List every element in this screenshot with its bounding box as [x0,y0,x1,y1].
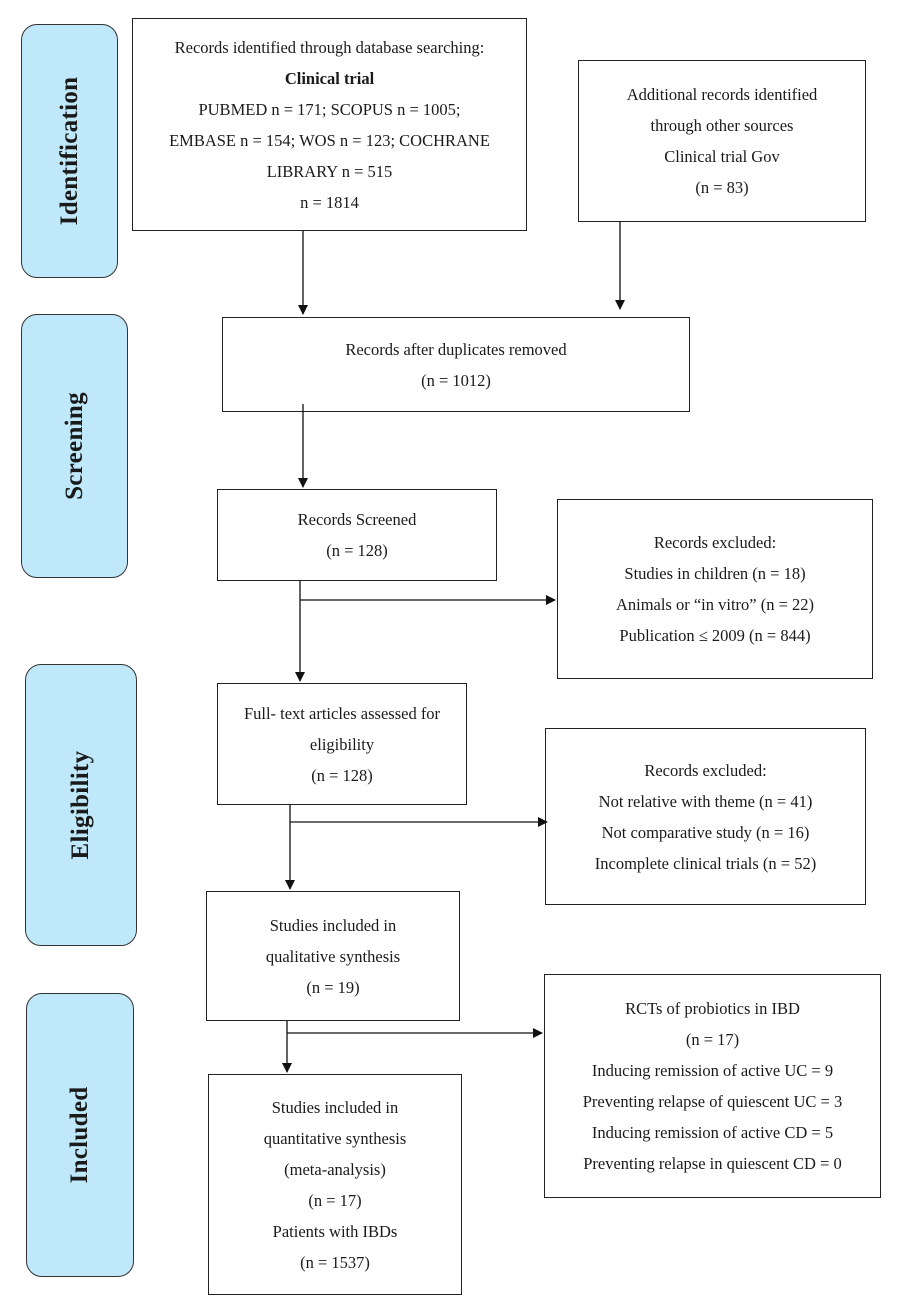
box-line: (n = 128) [311,765,373,785]
box-line: Records after duplicates removed [345,339,567,359]
box-line: Studies included in [269,915,397,935]
box-line: Not relative with theme (n = 41) [598,791,813,811]
box-line: Preventing relapse in quiescent CD = 0 [583,1154,842,1173]
box-line: Records excluded: [653,533,777,552]
box-line: RCTs of probiotics in IBD [625,999,800,1018]
box-line: Records Screened [297,510,417,529]
box-line: Inducing remission of active UC = 9 [591,1061,834,1080]
screening-exclusions-box: Records excluded: Studies in children (n… [557,499,873,679]
box-line: Records excluded: [644,760,767,780]
box-line: Full- text articles assessed for [243,703,441,723]
duplicates-removed-box: Records after duplicates removed (n = 10… [222,317,690,412]
eligibility-exclusions-box: Records excluded: Not relative with them… [545,728,866,905]
box-line: Preventing relapse of quiescent UC = 3 [582,1092,843,1111]
qualitative-synthesis-box: Studies included in qualitative synthesi… [206,891,460,1021]
box-line: Clinical trial Gov [664,147,780,166]
other-sources-box: Additional records identified through ot… [578,60,866,222]
box-line: Studies included in [271,1097,399,1117]
phase-identification: Identification [21,24,118,278]
box-line: (meta-analysis) [284,1159,386,1179]
box-line: Patients with IBDs [272,1221,398,1241]
box-line: (n = 17) [685,1030,740,1049]
box-line: (n = 19) [306,977,360,997]
box-line: through other sources [650,116,794,135]
box-line: EMBASE n = 154; WOS n = 123; COCHRANE [169,130,490,150]
box-line: Publication ≤ 2009 (n = 844) [619,626,811,645]
box-line: qualitative synthesis [265,946,401,966]
box-line: PUBMED n = 171; SCOPUS n = 1005; [198,99,461,119]
box-line: LIBRARY n = 515 [266,161,393,181]
full-text-assessed-box: Full- text articles assessed for eligibi… [217,683,467,805]
box-line: Additional records identified [626,85,818,104]
quantitative-synthesis-box: Studies included in quantitative synthes… [208,1074,462,1295]
records-screened-box: Records Screened (n = 128) [217,489,497,581]
database-search-box: Records identified through database sear… [132,18,527,231]
box-line: (n = 1012) [421,370,491,390]
rcts-probiotics-box: RCTs of probiotics in IBD (n = 17) Induc… [544,974,881,1198]
box-line: Not comparative study (n = 16) [601,822,810,842]
box-line: n = 1814 [300,192,359,212]
box-line: (n = 17) [308,1190,362,1210]
box-line: eligibility [309,734,375,754]
box-line: (n = 83) [695,178,749,197]
box-line: Records identified through database sear… [174,37,485,57]
box-line: Incomplete clinical trials (n = 52) [594,853,817,873]
box-line: quantitative synthesis [263,1128,407,1148]
box-line: (n = 1537) [300,1252,370,1272]
phase-included: Included [26,993,134,1277]
box-line: Clinical trial [284,68,375,88]
box-line: (n = 128) [326,541,388,560]
phase-eligibility: Eligibility [25,664,137,946]
box-line: Inducing remission of active CD = 5 [591,1123,834,1142]
box-line: Animals or “in vitro” (n = 22) [615,595,815,614]
box-line: Studies in children (n = 18) [624,564,806,583]
phase-screening: Screening [21,314,128,578]
